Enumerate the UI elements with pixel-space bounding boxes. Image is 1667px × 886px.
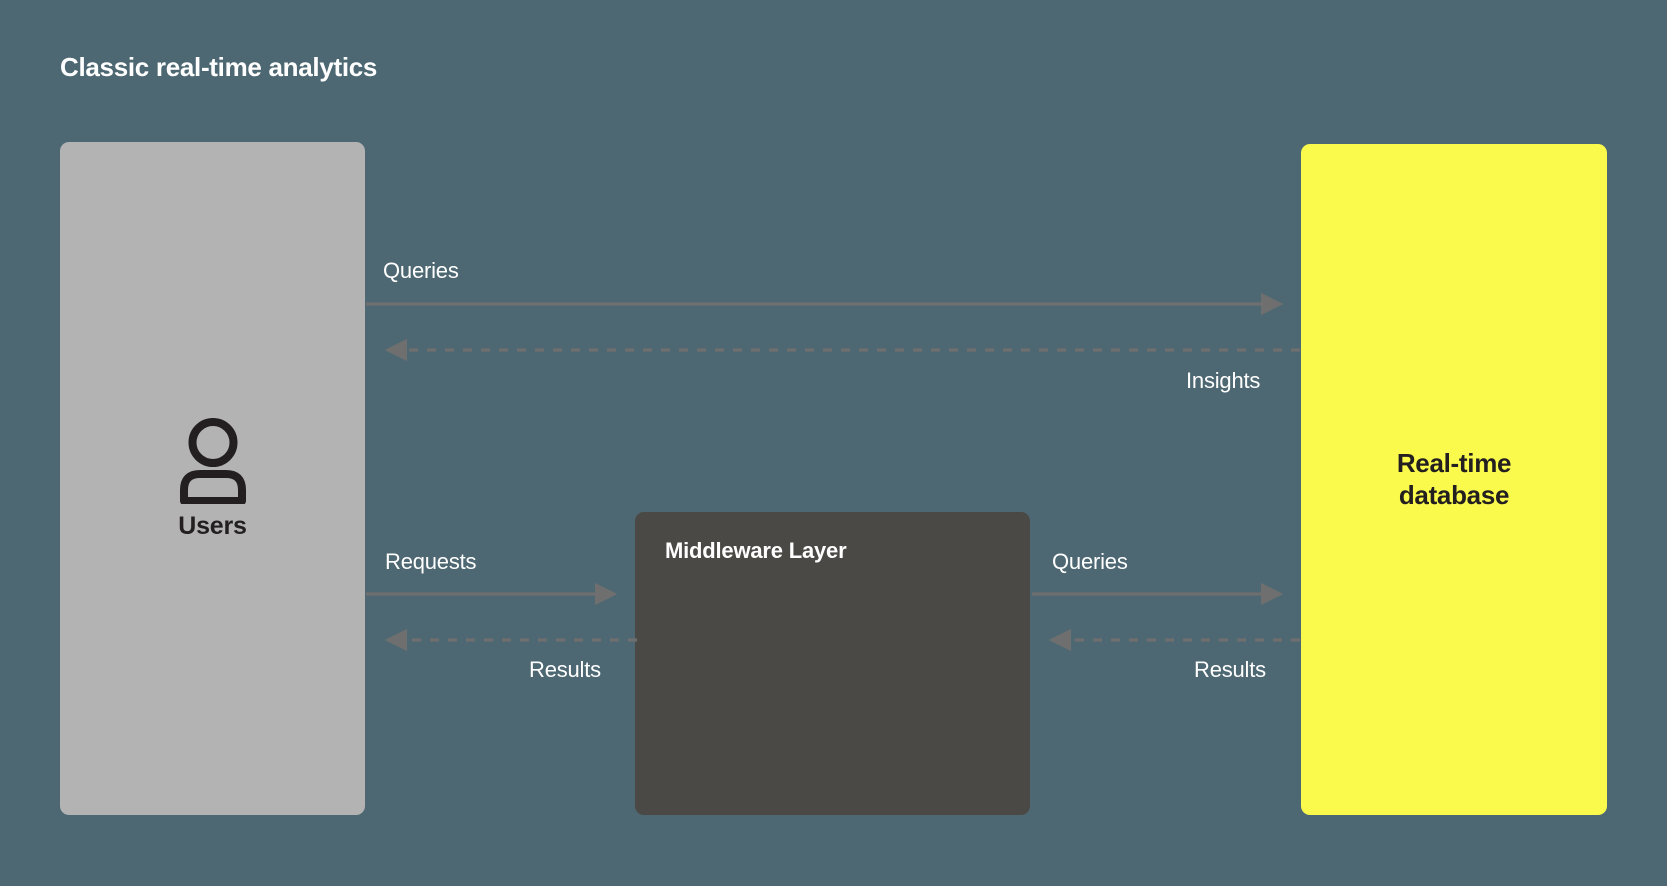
page-title: Classic real-time analytics [60,52,378,82]
user-icon [179,418,246,504]
edge-label-results-db-middleware: Results [1194,657,1266,682]
edge-label-requests: Requests [385,549,477,574]
edge-label-queries-middleware-db: Queries [1052,549,1128,574]
edge-label-results-middleware-users: Results [529,657,601,682]
node-database-label: Real-time database [1396,447,1512,511]
edge-label-queries-users-db: Queries [383,258,459,283]
node-database-label-line1: Real-time [1396,447,1512,478]
node-middleware[interactable]: Middleware Layer [635,512,1030,815]
node-users-label: Users [178,512,247,540]
node-database-content: Real-time database [1301,144,1607,815]
node-middleware-label: Middleware Layer [665,538,847,563]
node-users-content: Users [60,142,365,815]
edge-label-insights: Insights [1186,368,1261,393]
node-database[interactable]: Real-time database [1301,144,1607,815]
node-database-label-line2: database [1398,479,1510,510]
node-users[interactable]: Users [60,142,365,815]
